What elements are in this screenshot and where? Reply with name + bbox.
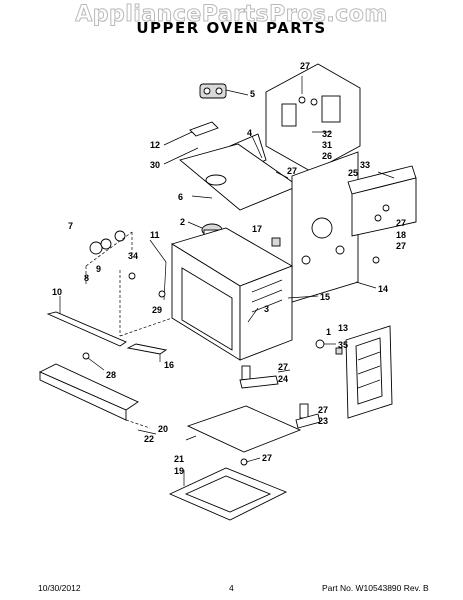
callout-26: 26 (322, 151, 332, 161)
part-1-clip[interactable] (335, 347, 343, 355)
callout-34: 34 (128, 251, 138, 261)
callout-32: 32 (322, 129, 332, 139)
part-17-bracket[interactable] (271, 237, 281, 247)
callout-5: 5 (250, 89, 255, 99)
callout-17: 17 (252, 224, 262, 234)
callout-23: 23 (318, 416, 328, 426)
callout-22: 22 (144, 434, 154, 444)
callout-27a: 27 (300, 61, 310, 71)
callout-20: 20 (158, 424, 168, 434)
callout-28: 28 (106, 370, 116, 380)
part-21-bake-panel[interactable] (186, 405, 302, 453)
callout-4: 4 (247, 128, 252, 138)
callout-27c: 27 (396, 218, 406, 228)
footer-page-number: 4 (229, 583, 234, 593)
callout-6: 6 (178, 192, 183, 202)
callout-11: 11 (150, 230, 160, 240)
part-10-strip[interactable] (46, 311, 127, 347)
part-23-bracket[interactable] (295, 403, 321, 429)
callout-1: 1 (326, 327, 331, 337)
callout-27f: 27 (318, 405, 328, 415)
callout-8: 8 (84, 273, 89, 283)
callout-29: 29 (152, 305, 162, 315)
part-12-bracket[interactable] (189, 121, 219, 137)
callout-13: 13 (338, 323, 348, 333)
callout-33: 33 (360, 160, 370, 170)
callout-12: 12 (150, 140, 160, 150)
callout-3: 3 (264, 304, 269, 314)
callout-27d: 27 (396, 241, 406, 251)
footer-date: 10/30/2012 (38, 583, 81, 593)
part-16-rail[interactable] (126, 343, 168, 355)
callout-18: 18 (396, 230, 406, 240)
callout-10: 10 (52, 287, 62, 297)
footer-part-number: Part No. W10543890 Rev. B (322, 583, 429, 593)
callout-24: 24 (278, 374, 288, 384)
part-7-knobs[interactable] (89, 230, 126, 255)
part-24-bracket[interactable] (239, 365, 279, 389)
part-19-bottom-pan[interactable] (168, 467, 288, 521)
callout-15: 15 (320, 292, 330, 302)
part-32-rear-panel[interactable] (265, 63, 361, 173)
part-15-oven-cavity[interactable] (170, 227, 294, 361)
callout-19: 19 (174, 466, 184, 476)
part-26-back-wall[interactable] (291, 151, 359, 303)
part-5-switch[interactable] (199, 83, 227, 99)
part-25-rail[interactable] (347, 165, 417, 237)
callout-2: 2 (180, 217, 185, 227)
callout-27e: 27 (278, 362, 288, 372)
watermark: AppliancePartsPros.com (75, 2, 388, 28)
callout-14: 14 (378, 284, 388, 294)
callout-31: 31 (322, 140, 332, 150)
callout-25: 25 (348, 168, 358, 178)
callout-21: 21 (174, 454, 184, 464)
part-20-trim[interactable] (38, 363, 139, 421)
callout-27b: 27 (287, 166, 297, 176)
callout-7: 7 (68, 221, 73, 231)
callout-9: 9 (96, 264, 101, 274)
part-13-door-panel[interactable] (345, 325, 393, 419)
callout-16: 16 (164, 360, 174, 370)
callout-27g: 27 (262, 453, 272, 463)
callout-30: 30 (150, 160, 160, 170)
part-6-top-plate[interactable] (179, 143, 299, 211)
diagram-title: UPPER OVEN PARTS (136, 19, 327, 37)
callout-35: 35 (338, 340, 348, 350)
